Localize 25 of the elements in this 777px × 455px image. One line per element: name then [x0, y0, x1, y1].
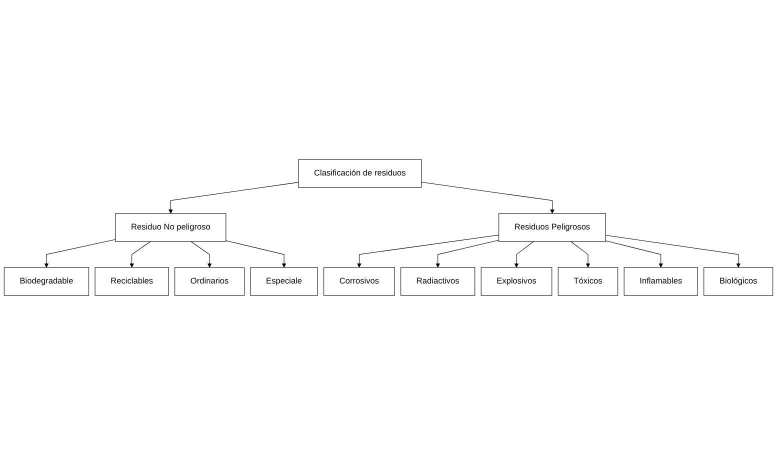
node-box: Inflamables [624, 267, 698, 296]
node-box: Residuos Peligrosos [498, 213, 606, 242]
node-box: Ordinarios [174, 267, 245, 296]
arrow [168, 182, 299, 214]
node-box: Biodegradable [4, 267, 90, 296]
node-box: Especiale [250, 267, 318, 296]
node-box: Radiactivos [400, 267, 476, 296]
arrow [570, 241, 590, 268]
arrow [514, 241, 534, 268]
arrow [130, 241, 151, 268]
arrow [436, 240, 500, 268]
arrow [44, 239, 116, 268]
node-box: Reciclables [94, 267, 169, 296]
arrow [605, 234, 741, 268]
arrow [190, 241, 212, 268]
node-box: Explosivos [480, 267, 552, 296]
node-box: Tóxicos [558, 267, 618, 296]
arrow [226, 240, 286, 268]
arrow [421, 182, 555, 214]
node-box: Biológicos [704, 267, 774, 296]
arrow [605, 240, 664, 268]
node-box: Corrosivos [324, 267, 395, 296]
arrow [356, 234, 500, 268]
node-box: Residuo No peligroso [115, 213, 226, 242]
node-box: Clasificación de residuos [298, 159, 422, 188]
